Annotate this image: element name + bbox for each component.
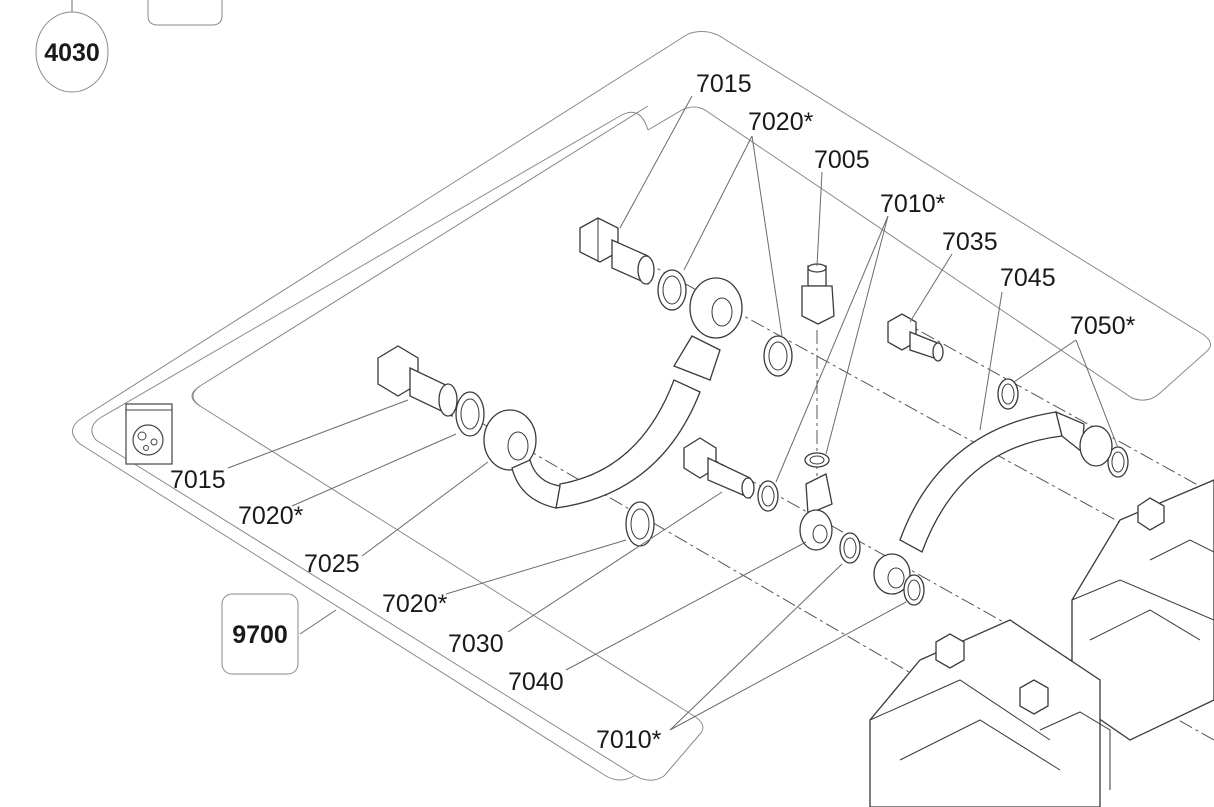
banjo-bolt-left[interactable] [377,345,458,418]
kit-frame-inner-edge [192,105,649,407]
callout-7010-top[interactable]: 7010* [880,190,946,218]
bolt-7035[interactable] [887,313,944,362]
hose-right[interactable] [873,410,1113,595]
callout-7020-mid[interactable]: 7020* [382,590,448,618]
kit-frame-outer-edge [72,33,689,781]
oring-vertical[interactable] [804,452,830,468]
sealing-washer-7050-a[interactable] [997,378,1019,410]
axis-line-right [899,319,1214,495]
sealing-washer-lower-right[interactable] [903,574,925,606]
callout-7040[interactable]: 7040 [508,668,564,696]
sealing-washer-7010-a[interactable] [757,480,779,512]
callout-7020-left[interactable]: 7020* [238,502,304,530]
callout-7020-top[interactable]: 7020* [748,108,814,136]
seal-kit-bag-icon [125,403,173,465]
banjo-fitting-7040[interactable] [799,473,833,551]
axis-line-middle [699,451,1214,741]
sealing-washer-left[interactable] [455,391,485,437]
reference-tag-4030-label: 4030 [44,39,100,67]
callout-7030[interactable]: 7030 [448,630,504,658]
sealing-washer-upper-a[interactable] [657,269,687,311]
reference-tag-partial [147,0,223,26]
axis-line-lower [393,371,941,691]
banjo-bolt-7030[interactable] [683,437,755,499]
callout-7050[interactable]: 7050* [1070,312,1136,340]
callout-7045[interactable]: 7045 [1000,264,1056,292]
axis-line-upper [597,235,1214,575]
sealing-washer-upper-b[interactable] [763,335,793,377]
callout-7025[interactable]: 7025 [304,550,360,578]
callout-7005[interactable]: 7005 [814,146,870,174]
banjo-hose-upper[interactable] [555,277,743,509]
kit-tag-9700[interactable]: 9700 [221,593,299,675]
banjo-bolt-upper[interactable] [579,217,655,286]
callout-7015-left[interactable]: 7015 [170,466,226,494]
kit-tag-9700-label: 9700 [232,621,288,649]
reference-tag-4030[interactable]: 4030 [35,0,109,93]
leader-lines [227,95,1119,731]
callout-7015-top[interactable]: 7015 [696,70,752,98]
callout-7035[interactable]: 7035 [942,228,998,256]
banjo-fitting-7025[interactable] [483,409,561,509]
callout-7010-bottom[interactable]: 7010* [596,726,662,754]
sealing-washer-7010-b[interactable] [839,532,861,564]
engine-block [869,479,1214,807]
adapter-fitting[interactable] [801,263,835,325]
